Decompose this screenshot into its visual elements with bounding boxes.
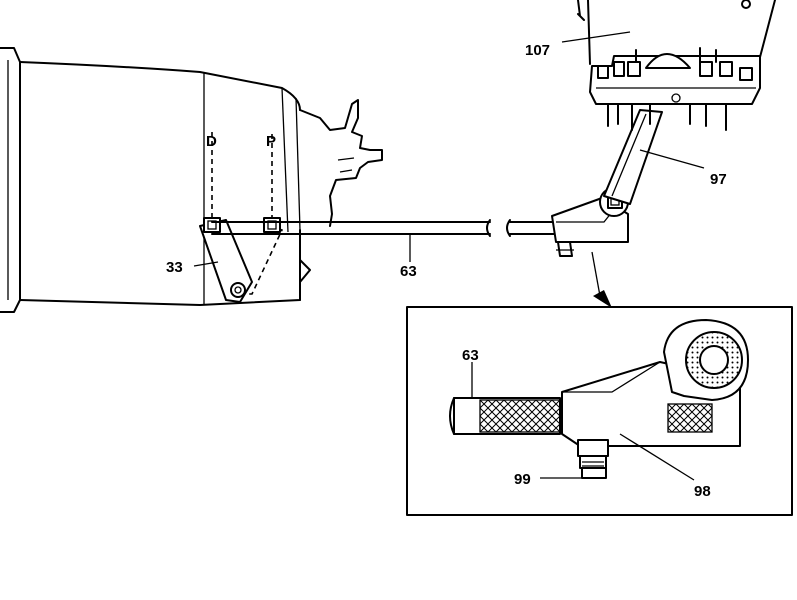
label-position-p: P [266, 133, 276, 150]
detail-label-63: 63 [462, 347, 479, 364]
leader-lines [193, 31, 705, 267]
label-33: 33 [166, 259, 183, 276]
detail-label-98: 98 [694, 483, 711, 500]
detail-label-99: 99 [514, 471, 531, 488]
transmission-housing [0, 47, 383, 313]
label-97: 97 [710, 171, 727, 188]
selector-lever-33 [199, 132, 284, 303]
label-position-d: D [206, 133, 217, 150]
label-63: 63 [400, 263, 417, 280]
label-107: 107 [525, 42, 550, 59]
detail-pointer [591, 251, 612, 308]
shift-rod-63 [211, 219, 557, 237]
detail-inset [406, 306, 793, 516]
lever-97 [603, 109, 663, 205]
callout-labels: 107 97 D P 33 63 63 99 98 [166, 42, 727, 500]
selector-housing-107 [577, 0, 776, 131]
